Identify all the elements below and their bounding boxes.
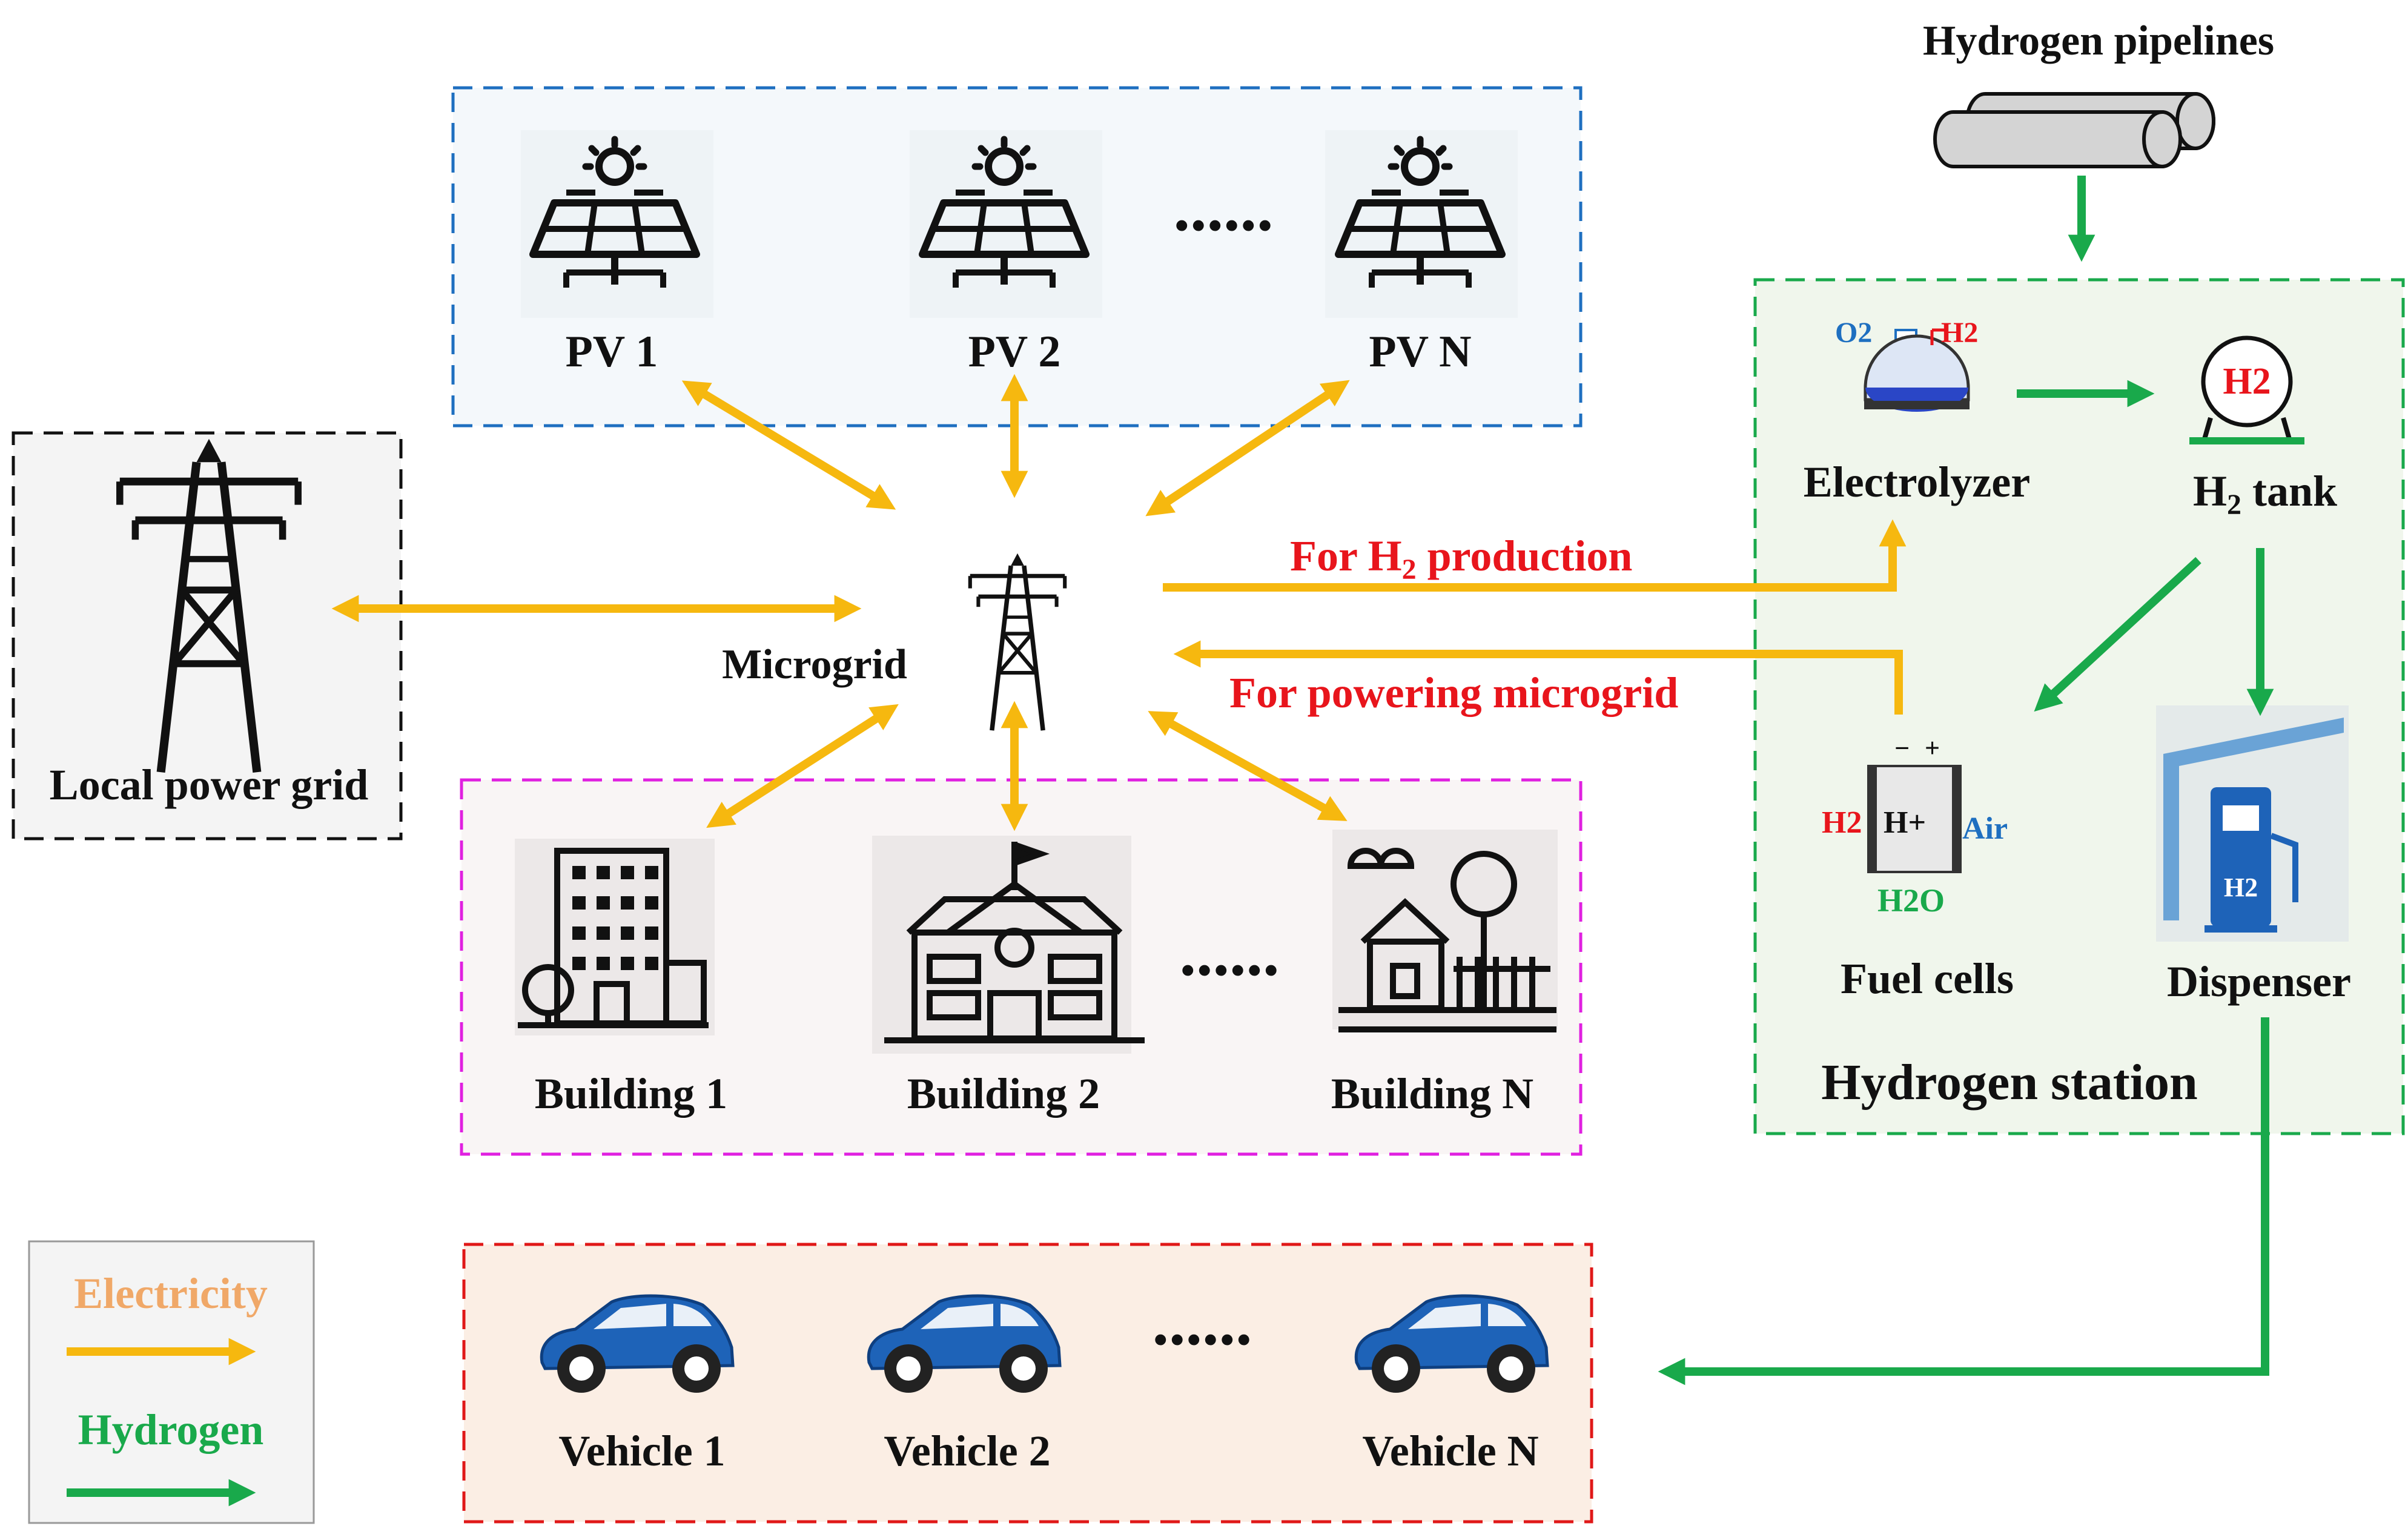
svg-text:H+: H+	[1884, 805, 1926, 840]
vehiclen-label: Vehicle N	[1362, 1427, 1538, 1475]
school-building-icon	[884, 842, 1145, 1043]
svg-text:H2: H2	[2224, 873, 2258, 902]
svg-text:−: −	[1894, 733, 1910, 763]
legend-electricity-label: Electricity	[74, 1269, 268, 1318]
electricity-arrow-pv1	[681, 380, 896, 510]
hydrogen-arrow-tank-fuelcell	[2034, 556, 2201, 712]
office-building-icon	[518, 848, 709, 1028]
electricity-arrow-building1	[706, 704, 899, 828]
fuel-cells-label: Fuel cells	[1841, 954, 2014, 1003]
pipelines-label: Hydrogen pipelines	[1923, 18, 2274, 64]
ellipsis: ......	[1180, 916, 1280, 989]
tank-h2-text: H2	[2223, 361, 2271, 402]
buildingn-label: Building N	[1331, 1069, 1533, 1118]
h2-text: H2	[1941, 317, 1978, 349]
pv2-label: PV 2	[968, 327, 1061, 377]
transmission-tower-icon	[970, 553, 1065, 730]
house-icon	[1338, 848, 1556, 1032]
electricity-arrow-powering-microgrid	[1173, 640, 1903, 715]
hydrogen-dispenser-icon: H2	[2156, 705, 2349, 942]
building2-label: Building 2	[907, 1069, 1100, 1118]
hydrogen-tank-icon: H2	[2189, 335, 2304, 444]
electrolyzer-label: Electrolyzer	[1804, 458, 2030, 506]
h2-tank-label: H2 tank	[2193, 467, 2337, 521]
pvn-label: PV N	[1369, 327, 1471, 377]
vehicle2-label: Vehicle 2	[884, 1427, 1050, 1475]
ellipsis: ......	[1174, 171, 1274, 245]
electricity-arrow-h2-production	[1163, 519, 1907, 592]
o2-text: O2	[1835, 317, 1872, 349]
pipeline-icon	[1933, 92, 2215, 168]
pv1-label: PV 1	[566, 327, 658, 377]
legend-hydrogen-label: Hydrogen	[78, 1405, 264, 1454]
electricity-arrow-buildingn	[1148, 711, 1348, 821]
building1-label: Building 1	[535, 1069, 727, 1118]
for-h2-production-label: For H2 production	[1290, 532, 1632, 586]
ellipsis: ......	[1153, 1285, 1252, 1359]
legend-box	[28, 1240, 315, 1524]
for-powering-microgrid-label: For powering microgrid	[1229, 669, 1678, 717]
local-grid-label: Local power grid	[50, 761, 369, 809]
svg-text:Air: Air	[1962, 811, 2008, 846]
local-grid-box	[12, 431, 403, 840]
hydrogen-station-label: Hydrogen station	[1821, 1054, 2198, 1111]
electrolyzer-icon: O2 H2	[1835, 317, 1978, 412]
svg-text:H2O: H2O	[1877, 882, 1945, 919]
electricity-arrow-pvn	[1145, 380, 1350, 517]
microgrid-label: Microgrid	[722, 641, 907, 688]
hydrogen-arrow-dispenser-vehicles	[1658, 1017, 2269, 1385]
svg-text:+: +	[1925, 733, 1940, 763]
vehicle1-label: Vehicle 1	[558, 1427, 725, 1475]
dispenser-label: Dispenser	[2167, 957, 2351, 1006]
svg-text:H2: H2	[1822, 805, 1862, 840]
fuel-cell-icon: − + H2 H+ Air H2O	[1822, 733, 2008, 919]
